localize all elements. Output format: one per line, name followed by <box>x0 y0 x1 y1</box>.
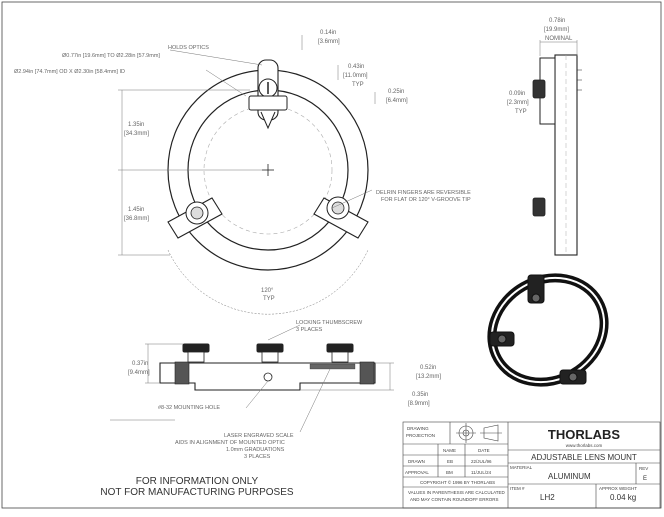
dim-nominal: NOMINAL <box>545 36 573 42</box>
side-bottom-screw <box>532 197 546 217</box>
side-top-screw <box>532 79 546 99</box>
disclaimer-line-2: NOT FOR MANUFACTURING PURPOSES <box>100 487 293 498</box>
sheet-border <box>1 1 662 509</box>
iso-ring <box>487 273 609 387</box>
dim-078-in: 0.78in <box>549 18 565 24</box>
material-value: ALUMINUM <box>548 472 591 481</box>
dim-043-mm: [11.0mm] <box>343 73 368 79</box>
dim-009-mm: [2.3mm] <box>507 100 529 106</box>
col-date: DATE <box>478 448 490 453</box>
roundoff-note-1: VALUES IN PARENTHESIS ARE CALCULATED <box>408 490 506 495</box>
dim-052-in: 0.52in <box>420 365 436 371</box>
thumbscrew-right <box>326 343 354 353</box>
col-name: NAME <box>443 448 456 453</box>
dim-135-mm: [34.3mm] <box>124 131 149 137</box>
bottom-view <box>159 343 376 391</box>
bottom-dims <box>145 324 394 433</box>
dim-043-typ: TYP <box>352 82 364 88</box>
mounting-hole <box>263 372 273 382</box>
dim-035-mm: [8.9mm] <box>408 401 430 407</box>
item-label: ITEM # <box>510 486 525 491</box>
od-id-label: Ø2.94in [74.7mm] OD X Ø2.30in [58.4mm] I… <box>14 69 125 75</box>
engraved-scale <box>309 363 356 370</box>
dim-009-in: 0.09in <box>509 91 525 97</box>
dim-angle-typ: TYP <box>263 296 275 302</box>
dim-037-in: 0.37in <box>132 361 148 367</box>
top-finger <box>248 59 288 130</box>
dim-angle: 120° <box>261 288 274 294</box>
drawn-name: EB <box>447 459 453 464</box>
mounting-hole-note: #8-32 MOUNTING HOLE <box>158 405 220 411</box>
rev-label: REV <box>639 466 648 471</box>
front-dims <box>110 35 376 421</box>
dim-078-mm: [19.9mm] <box>544 27 569 33</box>
rev-value: E <box>643 476 647 482</box>
isometric-view <box>487 273 609 387</box>
website: www.thorlabs.com <box>566 443 603 448</box>
front-view <box>167 59 369 271</box>
scale-note-1: LASER ENGRAVED SCALE <box>224 433 294 439</box>
dim-035-in: 0.35in <box>412 392 428 398</box>
thorlabs-logo: THORLABS <box>548 427 621 442</box>
drawing-projection-2: PROJECTION <box>406 433 435 438</box>
approval-name: BM <box>446 470 453 475</box>
disclaimer-line-1: FOR INFORMATION ONLY <box>136 476 259 487</box>
right-finger <box>313 196 369 239</box>
approval-label: APPROVAL <box>405 470 429 475</box>
weight-label: APPROX WEIGHT <box>599 486 637 491</box>
thumbscrew-left <box>182 343 210 353</box>
scale-note-4: 3 PLACES <box>244 454 271 460</box>
title-block <box>402 421 661 509</box>
drawn-date: 22/JUL/96 <box>471 459 492 464</box>
left-finger <box>167 197 223 239</box>
drawing-projection-1: DRAWING <box>407 426 429 431</box>
dim-135-in: 1.35in <box>128 122 144 128</box>
delrin-note-2: FOR FLAT OR 120° V-GROOVE TIP <box>381 197 471 203</box>
side-dims <box>539 40 578 56</box>
dim-025-mm: [6.4mm] <box>386 98 408 104</box>
scale-note-2: AIDS IN ALIGNMENT OF MOUNTED OPTIC <box>175 440 285 446</box>
thumbscrew-note-1: LOCKING THUMBSCREW <box>296 320 363 326</box>
drawn-label: DRAWN <box>408 459 425 464</box>
drawing-title: ADJUSTABLE LENS MOUNT <box>531 453 637 462</box>
dim-043-in: 0.43in <box>348 64 364 70</box>
dim-052-mm: [13.2mm] <box>416 374 441 380</box>
dim-014-mm: [3.6mm] <box>318 39 340 45</box>
approval-date: 11/JUL/24 <box>471 470 492 475</box>
copyright: COPYRIGHT © 1996 BY THORLABS <box>420 479 495 485</box>
scale-note-3: 1.0mm GRADUATIONS <box>226 447 285 453</box>
holds-optics-label: HOLDS OPTICS <box>168 45 209 51</box>
dim-025-in: 0.25in <box>388 89 404 95</box>
optic-range-label: Ø0.77in [19.6mm] TO Ø2.28in [57.9mm] <box>62 53 160 59</box>
dim-145-in: 1.45in <box>128 207 144 213</box>
item-value: LH2 <box>540 493 555 502</box>
weight-value: 0.04 kg <box>610 493 636 502</box>
delrin-note-1: DELRIN FINGERS ARE REVERSIBLE <box>376 190 471 196</box>
dim-037-mm: [9.4mm] <box>128 370 150 376</box>
dim-014-in: 0.14in <box>320 30 336 36</box>
side-view <box>532 54 582 256</box>
dim-009-typ: TYP <box>515 109 527 115</box>
dim-145-mm: [36.8mm] <box>124 216 149 222</box>
material-label: MATERIAL <box>510 465 533 470</box>
roundoff-note-2: AND MAY CONTAIN ROUNDOFF ERRORS <box>410 497 499 502</box>
thumbscrew-note-2: 3 PLACES <box>296 327 323 333</box>
thumbscrew-center <box>256 343 284 353</box>
